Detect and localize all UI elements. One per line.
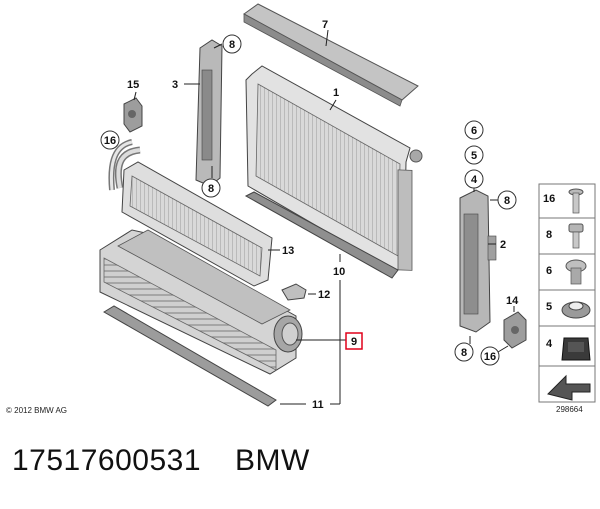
callout-2: 2 (500, 239, 506, 251)
callout-8-bottom: 8 (461, 347, 467, 359)
part-number: 17517600531 (12, 444, 202, 477)
part-caption: 17517600531 BMW (12, 444, 310, 478)
callout-16-left: 16 (104, 135, 116, 147)
circled-callouts: 8 8 16 6 5 4 8 8 16 (100, 34, 517, 366)
legend-labels: 16 8 6 5 4 (543, 193, 555, 350)
clip-part (281, 283, 307, 301)
callout-8-left: 8 (208, 183, 214, 195)
callout-12: 12 (318, 289, 330, 301)
callout-5: 5 (471, 150, 477, 162)
legend-item-4: 4 (546, 338, 553, 350)
legend-item-6: 6 (546, 265, 552, 277)
highlighted-callout-9[interactable]: 9 (345, 332, 363, 350)
callout-6: 6 (471, 125, 477, 137)
callout-8-top: 8 (229, 39, 235, 51)
grommet-icon (561, 301, 591, 319)
legend-item-8: 8 (546, 229, 552, 241)
plug-icon (565, 259, 587, 285)
mount-part (503, 311, 527, 349)
radiator-part (245, 65, 423, 273)
bottom-strip-part (103, 305, 277, 407)
right-bracket-part (459, 189, 497, 333)
callout-11: 11 (312, 399, 324, 411)
hose-part (108, 139, 141, 191)
small-bracket-part (123, 97, 143, 133)
callout-16-right: 16 (484, 351, 496, 363)
callout-10: 10 (333, 266, 345, 278)
direction-arrow-icon (547, 374, 591, 401)
screw-icon (568, 188, 584, 214)
legend-item-16: 16 (543, 193, 555, 205)
left-bracket-part (195, 39, 223, 187)
legend-panel (538, 183, 596, 403)
callout-3: 3 (172, 79, 178, 91)
callout-15: 15 (127, 79, 139, 91)
callout-labels: 7 1 3 15 13 10 12 11 2 14 (127, 19, 519, 411)
charge-air-cooler-part (99, 229, 303, 375)
aux-cooler-part (121, 161, 273, 287)
cover-strip-part (243, 3, 419, 107)
seal-strip-part (244, 191, 399, 279)
callout-4: 4 (471, 174, 478, 186)
callout-7: 7 (322, 19, 328, 31)
callout-9: 9 (351, 336, 357, 348)
copyright-notice: © 2012 BMW AG (6, 406, 68, 415)
brand-name: BMW (235, 444, 310, 477)
callout-13: 13 (282, 245, 294, 257)
callout-8-right: 8 (504, 195, 510, 207)
callout-1: 1 (333, 87, 339, 99)
diagram-id: 298664 (556, 405, 583, 414)
callout-14: 14 (506, 295, 519, 307)
bolt-icon (568, 223, 584, 249)
legend-item-5: 5 (546, 301, 552, 313)
rubber-mount-icon (561, 337, 591, 361)
